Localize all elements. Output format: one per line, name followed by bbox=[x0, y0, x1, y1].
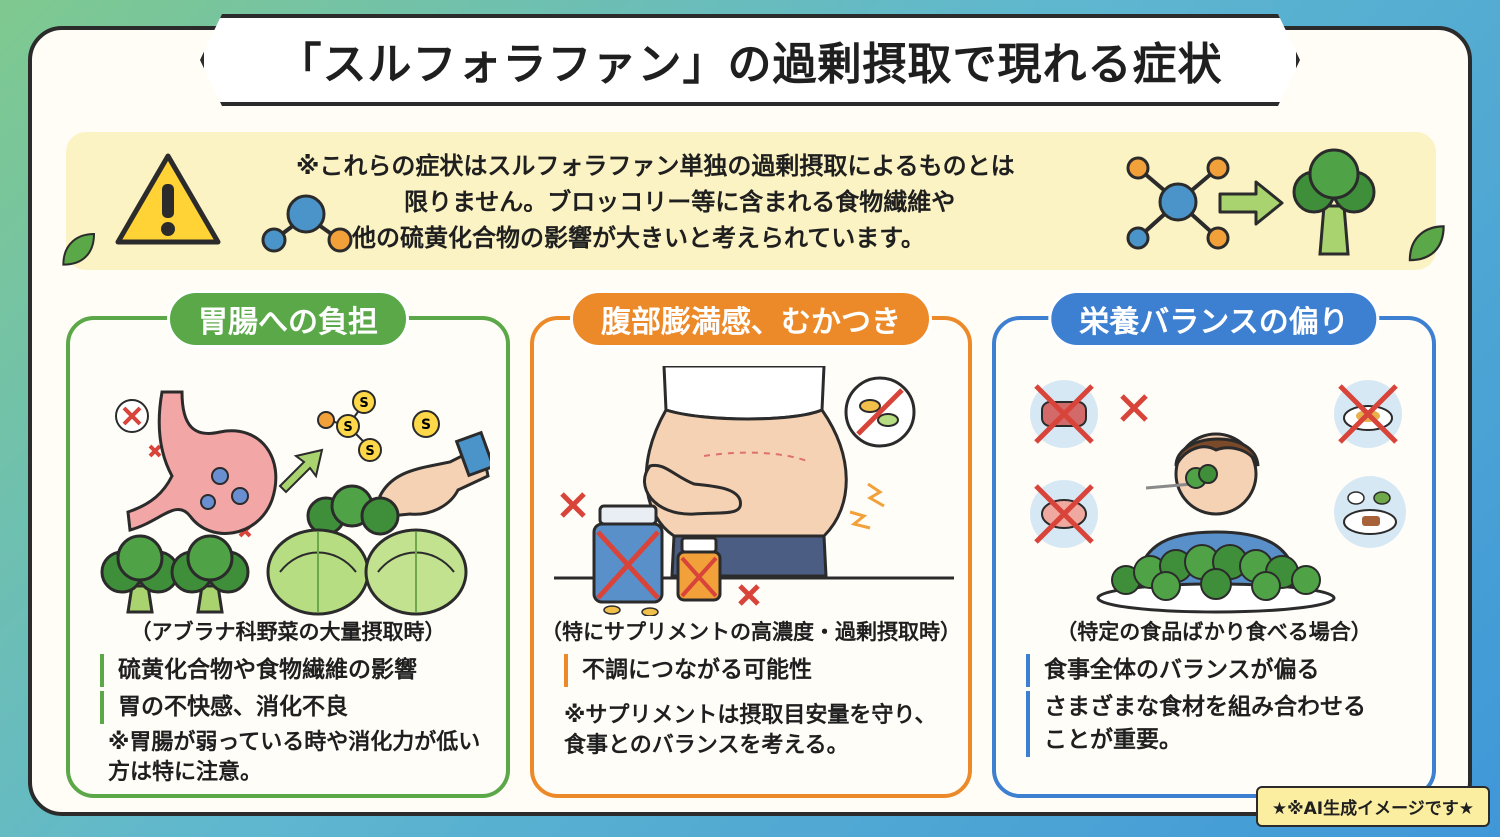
plate-icon bbox=[1334, 380, 1402, 448]
arrow-right-icon bbox=[1218, 180, 1284, 226]
leaf-icon bbox=[1408, 225, 1445, 262]
plate-icon bbox=[1030, 380, 1098, 448]
broccoli-icon bbox=[100, 534, 180, 614]
person-eating-illustration bbox=[1030, 380, 1406, 614]
panel-digestive-burden: 胃腸への負担 S S S S bbox=[66, 290, 510, 798]
note-line-1: ※これらの症状はスルフォラファン単独の過剰摂取によるものとは bbox=[296, 152, 1015, 180]
note-text: ※これらの症状はスルフォラファン単独の過剰摂取によるものとは 限りません。ブロッ… bbox=[296, 148, 1156, 256]
point-item: 食事全体のバランスが偏る bbox=[1026, 654, 1414, 687]
stomach-illustration: S S S S bbox=[100, 390, 490, 616]
plate-icon bbox=[1030, 480, 1098, 548]
sulfur-letter: S bbox=[343, 420, 352, 435]
title-banner: 「スルフォラファン」の過剰摂取で現れる症状 bbox=[200, 14, 1300, 106]
molecule-icon bbox=[1126, 156, 1230, 250]
panel-nutrition-imbalance: 栄養バランスの偏り bbox=[992, 290, 1436, 798]
cabbage-icon bbox=[266, 528, 370, 616]
point-list: 硫黄化合物や食物繊維の影響 胃の不快感、消化不良 ※胃腸が弱っている時や消化力が… bbox=[100, 654, 488, 788]
warning-icon bbox=[115, 153, 221, 245]
leaf-icon bbox=[62, 232, 96, 266]
point-item: 硫黄化合物や食物繊維の影響 bbox=[100, 654, 488, 687]
sulfur-letter: S bbox=[365, 444, 374, 459]
panel-subtitle: （アブラナ科野菜の大量摂取時） bbox=[130, 620, 446, 644]
panel-bloating: 腹部膨満感、むかつき （特にサプリメントの高濃度・過剰摂取時） bbox=[530, 290, 972, 798]
plate-icon bbox=[1334, 476, 1406, 548]
point-list: 不調につながる可能性 ※サプリメントは摂取目安量を守り、食事とのバランスを考える… bbox=[564, 654, 950, 761]
page-title: 「スルフォラファン」の過剰摂取で現れる症状 bbox=[277, 39, 1223, 90]
pills-icon bbox=[844, 376, 916, 448]
panel-title: 腹部膨満感、むかつき bbox=[570, 290, 932, 348]
panel-subtitle: （特にサプリメントの高濃度・過剰摂取時） bbox=[541, 620, 961, 644]
point-list: 食事全体のバランスが偏る さまざまな食材を組み合わせることが重要。 bbox=[1026, 654, 1414, 761]
sulfur-letter: S bbox=[359, 396, 368, 411]
broccoli-icon bbox=[1292, 148, 1376, 256]
point-item: 胃の不快感、消化不良 bbox=[100, 691, 488, 724]
stomach-icon bbox=[126, 390, 278, 535]
pill-bottle-icon bbox=[592, 504, 664, 604]
hand-icon bbox=[378, 443, 490, 518]
sulfur-molecule bbox=[317, 390, 440, 462]
hand-icon bbox=[643, 463, 742, 516]
broccoli-icon bbox=[170, 534, 250, 614]
ai-generated-badge: ★※AI生成イメージです★ bbox=[1255, 786, 1490, 827]
note-line-2: 限りません。ブロッコリー等に含まれる食物繊維や bbox=[404, 188, 956, 216]
molecule-icon bbox=[261, 194, 353, 253]
broccoli-icon bbox=[306, 484, 400, 536]
panel-note: ※サプリメントは摂取目安量を守り、食事とのバランスを考える。 bbox=[564, 703, 937, 758]
panel-subtitle: （特定の食品ばかり食べる場合） bbox=[1056, 620, 1372, 644]
note-box: ※これらの症状はスルフォラファン単独の過剰摂取によるものとは 限りません。ブロッ… bbox=[66, 132, 1436, 270]
point-item: さまざまな食材を組み合わせることが重要。 bbox=[1026, 691, 1386, 757]
cross-icon bbox=[115, 399, 149, 433]
panel-title: 栄養バランスの偏り bbox=[1048, 290, 1380, 348]
sulfur-letter: S bbox=[421, 417, 431, 433]
bloating-illustration bbox=[554, 366, 954, 616]
broccoli-pile bbox=[1111, 544, 1321, 601]
cabbage-icon bbox=[364, 528, 468, 616]
panel-note: ※胃腸が弱っている時や消化力が低い方は特に注意。 bbox=[108, 730, 481, 785]
point-item: 不調につながる可能性 bbox=[564, 654, 950, 687]
panel-title: 胃腸への負担 bbox=[167, 290, 409, 348]
note-line-3: 他の硫黄化合物の影響が大きいと考えられています。 bbox=[352, 224, 925, 252]
pill-bottle-icon bbox=[676, 536, 722, 602]
arrow-right-icon bbox=[278, 448, 324, 494]
